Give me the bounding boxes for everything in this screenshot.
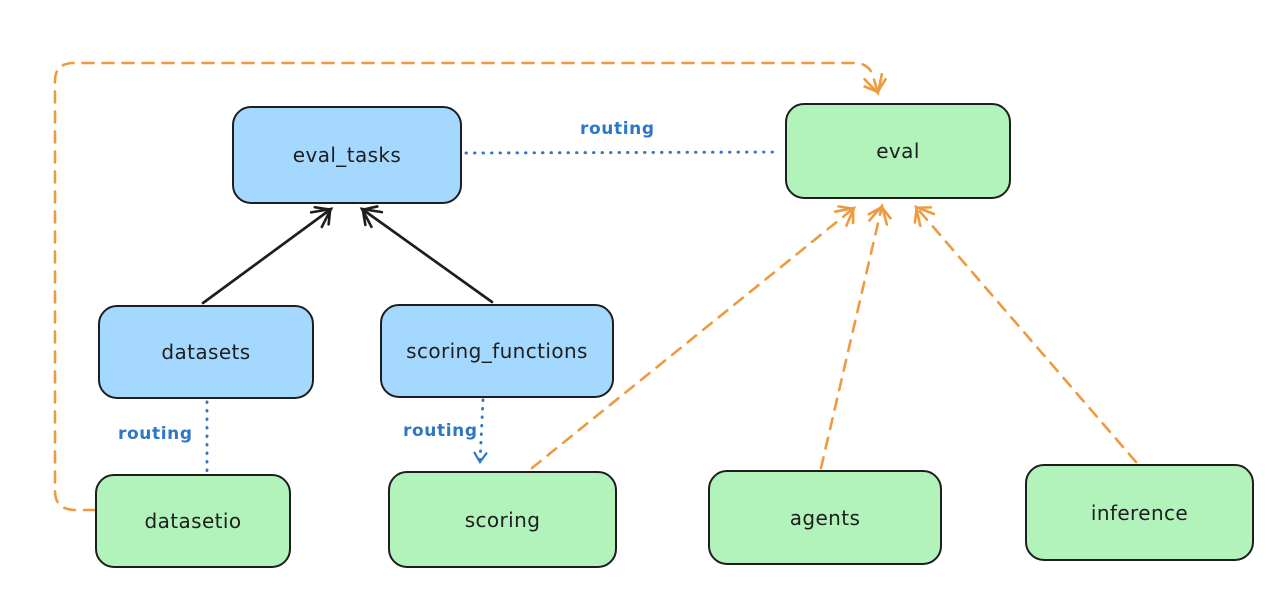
- node-agents-label: agents: [789, 505, 861, 530]
- node-inference-label: inference: [1090, 500, 1189, 525]
- edge-scoring-functions-to-eval-tasks: [359, 205, 494, 304]
- node-datasets: datasets: [98, 305, 314, 399]
- edge-routing-eval-tasks-to-eval: [464, 150, 782, 155]
- node-scoring: scoring: [388, 471, 617, 568]
- node-datasets-label: datasets: [161, 340, 251, 364]
- edge-datasets-to-eval-tasks: [201, 205, 334, 305]
- edge-inference-to-eval: [913, 204, 1138, 464]
- node-eval-tasks-label: eval_tasks: [292, 143, 402, 167]
- edge-datasetio-to-eval: [53, 61, 887, 512]
- node-scoring-functions-label: scoring_functions: [406, 339, 588, 363]
- node-eval-label: eval: [876, 139, 920, 163]
- node-eval: eval: [785, 103, 1011, 199]
- node-datasetio-label: datasetio: [144, 509, 242, 533]
- node-scoring-functions: scoring_functions: [380, 304, 614, 398]
- edge-label-routing-middle: routing: [403, 421, 478, 441]
- node-datasetio: datasetio: [95, 474, 291, 568]
- edge-agents-to-eval: [819, 203, 892, 470]
- edge-label-routing-left: routing: [118, 424, 193, 444]
- node-scoring-label: scoring: [464, 507, 541, 532]
- node-inference: inference: [1025, 464, 1254, 561]
- edge-routing-scoring-functions-to-scoring: [473, 398, 488, 464]
- edge-scoring-to-eval: [530, 205, 857, 470]
- node-agents: agents: [708, 470, 942, 565]
- node-eval-tasks: eval_tasks: [232, 106, 462, 204]
- edge-label-routing-top: routing: [580, 119, 655, 139]
